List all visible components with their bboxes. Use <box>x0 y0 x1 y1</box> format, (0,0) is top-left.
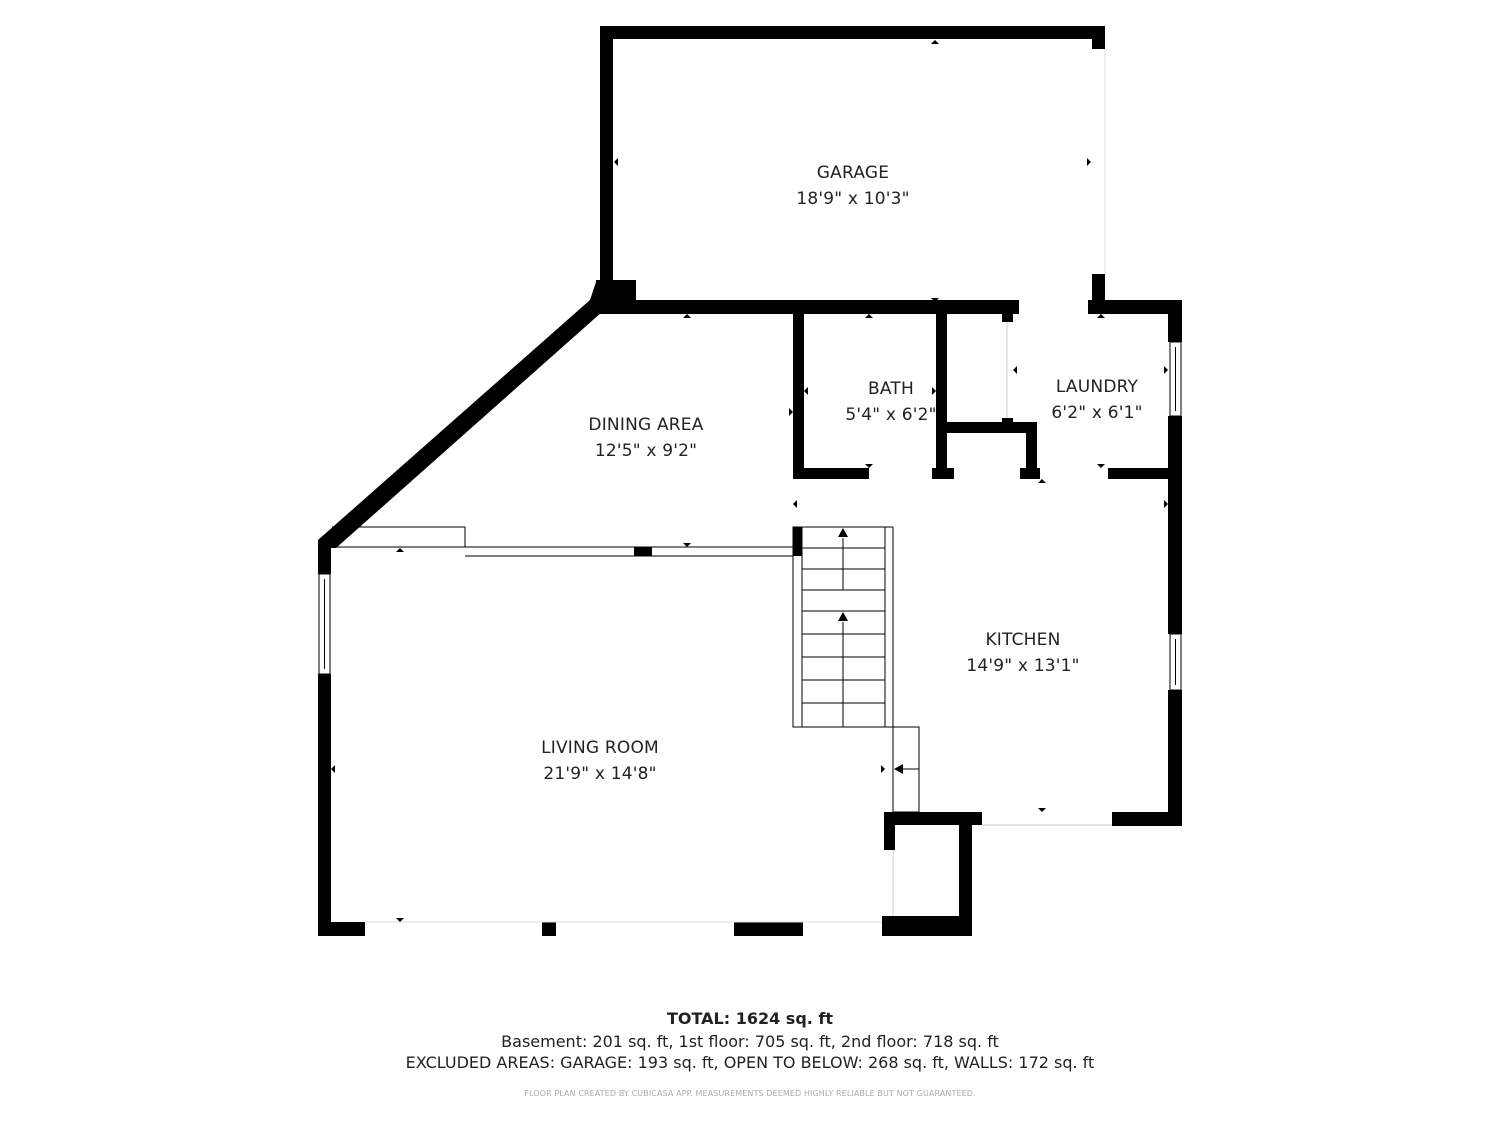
total-area: TOTAL: 1624 sq. ft <box>666 1009 834 1028</box>
diagonal-wall <box>318 282 620 548</box>
laundry-window <box>1169 341 1182 417</box>
closet-walls <box>940 314 1040 479</box>
room-dimensions: 18'9" x 10'3" <box>796 189 910 209</box>
north-walls <box>600 300 1182 314</box>
disclaimer: FLOOR PLAN CREATED BY CUBICASA APP. MEAS… <box>524 1089 976 1098</box>
railing-post <box>634 547 652 556</box>
room-dimensions: 12'5" x 9'2" <box>594 441 698 461</box>
bath-walls <box>793 314 954 479</box>
room-name: LAUNDRY <box>1055 377 1139 397</box>
room-dimensions: 21'9" x 14'8" <box>543 764 657 784</box>
kitchen-window <box>1169 633 1182 691</box>
room-dimensions: 5'4" x 6'2" <box>845 405 937 425</box>
measurement-markers <box>331 40 1168 922</box>
floor-areas: Basement: 201 sq. ft, 1st floor: 705 sq.… <box>501 1032 999 1051</box>
room-label-laundry: LAUNDRY 6'2" x 6'1" <box>1051 374 1142 426</box>
excluded-areas: EXCLUDED AREAS: GARAGE: 193 sq. ft, OPEN… <box>405 1053 1095 1072</box>
room-name: DINING AREA <box>588 415 704 435</box>
room-label-living-room: LIVING ROOM 21'9" x 14'8" <box>541 735 659 787</box>
room-name: KITCHEN <box>985 630 1061 650</box>
east-walls <box>1108 300 1182 826</box>
room-name: GARAGE <box>816 163 890 183</box>
kitchen-south-walls <box>884 812 1182 826</box>
room-label-garage: GARAGE 18'9" x 10'3" <box>796 160 909 212</box>
railing <box>332 526 793 557</box>
room-label-kitchen: KITCHEN 14'9" x 13'1" <box>966 627 1079 679</box>
room-dimensions: 6'2" x 6'1" <box>1051 403 1143 423</box>
room-label-bath: BATH 5'4" x 6'2" <box>845 376 936 428</box>
room-label-dining-area: DINING AREA 12'5" x 9'2" <box>588 412 703 464</box>
stair-arrow-icons <box>838 528 903 774</box>
living-walls <box>318 540 803 936</box>
small-closet-walls <box>882 812 972 936</box>
stair-post <box>793 527 802 556</box>
stairs <box>792 526 920 813</box>
room-name: BATH <box>868 379 914 399</box>
garage-walls <box>596 26 1105 314</box>
living-window <box>318 573 331 675</box>
room-name: LIVING ROOM <box>541 738 659 758</box>
room-dimensions: 14'9" x 13'1" <box>966 656 1080 676</box>
